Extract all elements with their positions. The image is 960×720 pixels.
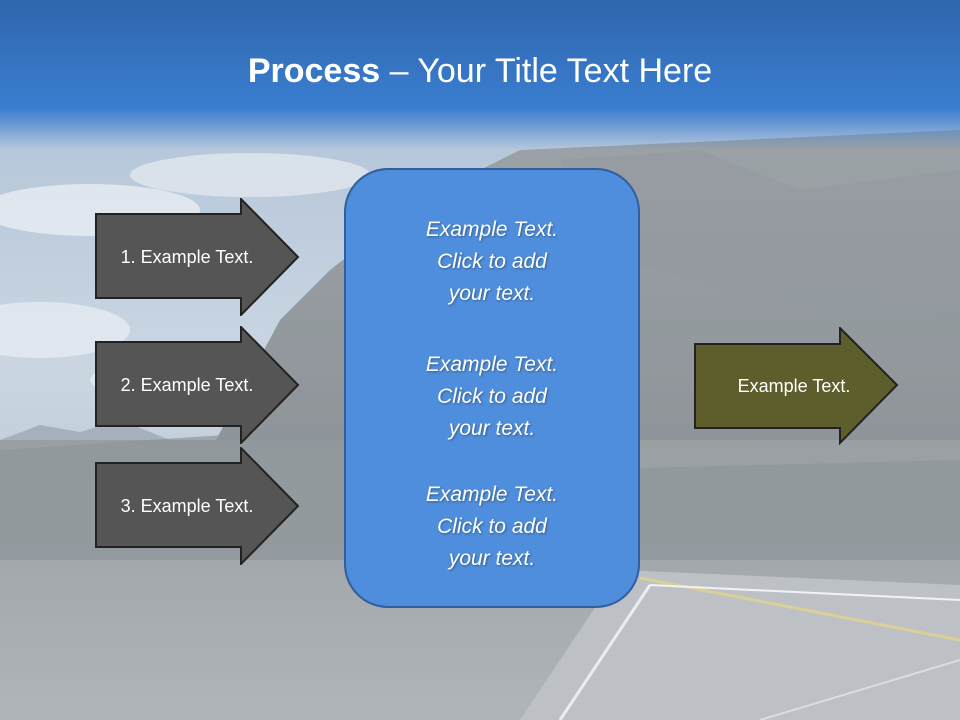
block-line: Click to add [437,250,547,273]
title-rest: – Your Title Text Here [380,52,713,90]
arrow-shape [95,326,300,444]
block-line: your text. [448,417,536,440]
block-line: Example Text. [425,353,559,376]
process-box[interactable]: Example Text. Click to add your text. Ex… [344,168,640,608]
arrow-shape [694,327,899,445]
input-arrow-3[interactable]: 3. Example Text. [95,447,301,565]
process-text-block-1[interactable]: Example Text. Click to add your text. [346,214,638,310]
arrow-shape [95,198,300,316]
output-arrow-label: Example Text. [737,375,851,396]
input-arrow-2-label: 2. Example Text. [120,374,254,395]
process-text-block-3[interactable]: Example Text. Click to add your text. [346,479,638,575]
block-line: your text. [448,547,536,570]
block-line: Example Text. [425,218,559,241]
slide-title: Process – Your Title Text Here [0,52,960,91]
arrow-shape [95,447,300,565]
block-line: Click to add [437,515,547,538]
process-text-block-2[interactable]: Example Text. Click to add your text. [346,349,638,445]
block-line: Example Text. [425,483,559,506]
input-arrow-3-label: 3. Example Text. [120,495,254,516]
title-band [0,0,960,150]
input-arrow-1-label: 1. Example Text. [120,246,254,267]
output-arrow[interactable]: Example Text. [694,327,900,445]
block-line: your text. [448,282,536,305]
input-arrow-2[interactable]: 2. Example Text. [95,326,301,444]
input-arrow-1[interactable]: 1. Example Text. [95,198,301,316]
title-strong: Process [247,52,381,90]
block-line: Click to add [437,385,547,408]
